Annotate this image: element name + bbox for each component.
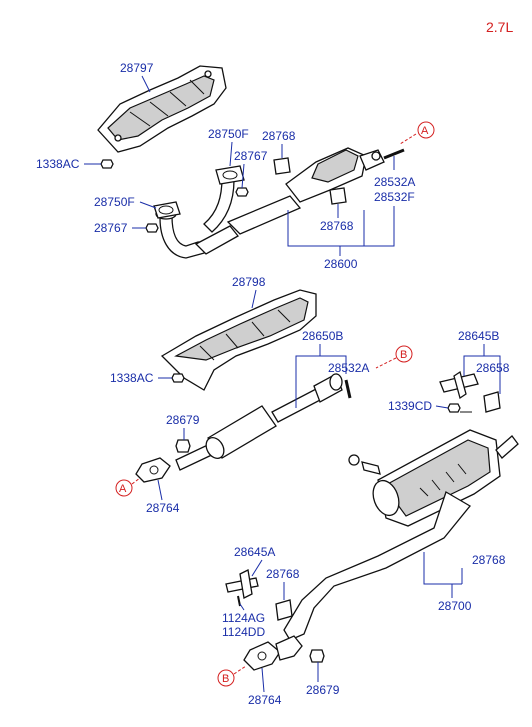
nut-28679-bot[interactable]: [309, 649, 325, 663]
label-28600: 28600: [324, 257, 358, 271]
label-28767-left: 28767: [94, 221, 128, 235]
label-28700: 28700: [438, 599, 472, 613]
stud-28532a-mid[interactable]: [344, 379, 352, 399]
nut-28767-left[interactable]: [145, 223, 159, 233]
engine-label: 2.7L: [486, 19, 513, 35]
label-28532a-top: 28532A: [374, 175, 415, 189]
gasket-28764-bot[interactable]: [243, 635, 303, 671]
center-pipe-resonator[interactable]: [175, 373, 343, 471]
label-1338ac-mid: 1338AC: [110, 371, 154, 385]
hanger-bracket-28645a[interactable]: [225, 569, 259, 599]
label-28764-mid: 28764: [146, 501, 180, 515]
heat-shield-center[interactable]: [160, 289, 317, 391]
hanger-28768-top[interactable]: [273, 157, 291, 175]
label-28768-top: 28768: [262, 129, 296, 143]
label-28532f: 28532F: [374, 190, 415, 204]
label-28750f-top: 28750F: [208, 127, 249, 141]
svg-text:A: A: [421, 125, 429, 137]
hanger-bracket-28645b[interactable]: [439, 370, 479, 400]
label-28798: 28798: [232, 275, 266, 289]
label-28679-mid: 28679: [166, 413, 200, 427]
nut-28679-mid[interactable]: [175, 439, 191, 453]
svg-text:B: B: [400, 349, 407, 361]
label-28650b: 28650B: [302, 329, 343, 343]
marker-a-top: A: [399, 121, 435, 145]
marker-b-mid: B: [375, 345, 413, 369]
bolt-1338ac-top[interactable]: [100, 159, 114, 169]
bolt-1338ac-mid[interactable]: [171, 373, 185, 383]
label-28797: 28797: [120, 61, 154, 75]
label-28679-bot: 28679: [306, 683, 340, 697]
svg-text:B: B: [222, 673, 229, 685]
label-1338ac-top: 1338AC: [36, 157, 80, 171]
heat-shield-front[interactable]: [97, 65, 227, 153]
label-1339cd: 1339CD: [388, 399, 432, 413]
gasket-28764-mid[interactable]: [135, 457, 171, 483]
label-28658: 28658: [476, 361, 510, 375]
svg-text:A: A: [119, 483, 127, 495]
label-28767-top: 28767: [234, 149, 268, 163]
marker-a-mid: A: [115, 477, 141, 497]
label-28764-bot: 28764: [248, 693, 282, 707]
label-1124dd: 1124DD: [222, 625, 265, 639]
rear-muffler[interactable]: [348, 429, 519, 527]
hanger-28768-mid[interactable]: [329, 187, 347, 205]
label-28750f-left: 28750F: [94, 195, 135, 209]
nut-28767-top[interactable]: [235, 187, 249, 197]
label-28768-low: 28768: [266, 567, 300, 581]
bolt-1339cd[interactable]: [447, 403, 461, 413]
gasket-28750f-left[interactable]: [153, 201, 181, 219]
bracket-28600: [287, 206, 395, 247]
label-28532a-mid: 28532A: [328, 361, 369, 375]
label-28768-right: 28768: [472, 553, 506, 567]
catalytic-converter[interactable]: [285, 147, 385, 203]
label-28645a: 28645A: [234, 545, 275, 559]
bolt-1124ag[interactable]: [237, 595, 241, 607]
hanger-28658[interactable]: [483, 391, 501, 413]
marker-b-bot: B: [217, 665, 247, 687]
hanger-28768-low[interactable]: [275, 599, 293, 621]
tail-pipe[interactable]: [283, 491, 471, 641]
label-28645b: 28645B: [458, 329, 499, 343]
gasket-28750f-top[interactable]: [215, 165, 245, 185]
label-28768-mid: 28768: [320, 219, 354, 233]
label-1124ag: 1124AG: [222, 611, 265, 625]
